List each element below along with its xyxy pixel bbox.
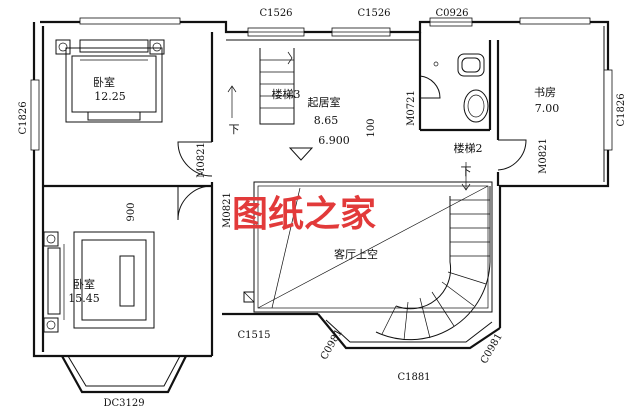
door-swings — [177, 75, 527, 221]
stair-3-down: 下 — [229, 123, 240, 136]
stair-2-down: 下 — [461, 165, 472, 178]
bathroom-fixtures — [433, 53, 489, 123]
dimension-100: 100 — [366, 118, 377, 137]
study-name: 书房 — [534, 86, 556, 99]
bedroom-bottom-name: 卧室 — [73, 277, 95, 291]
left-window — [30, 79, 40, 151]
void-name: 客厅上空 — [334, 247, 378, 261]
window-c1515: C1515 — [237, 330, 270, 341]
window-c1526-a: C1526 — [259, 8, 292, 19]
curved-stair — [375, 162, 491, 341]
bedroom-top-name: 卧室 — [93, 75, 115, 89]
watermark: 图纸之家 — [232, 193, 376, 235]
door-m0821-right: M0821 — [538, 138, 549, 174]
bed-top — [55, 39, 165, 123]
bedroom-bottom-area: 15.45 — [68, 292, 100, 305]
window-c1526-b: C1526 — [357, 8, 390, 19]
right-window — [603, 69, 613, 151]
window-c1826-left: C1826 — [18, 101, 29, 134]
bedroom-top-area: 12.25 — [94, 90, 126, 103]
window-c0981-right: C0981 — [479, 332, 505, 366]
stair-3 — [227, 48, 295, 125]
elevation-marker — [288, 147, 314, 161]
living-elevation: 6.900 — [318, 134, 350, 147]
window-c1826-right: C1826 — [616, 93, 627, 126]
stair-2-label: 楼梯2 — [454, 141, 483, 155]
window-c1881: C1881 — [397, 372, 430, 383]
window-c0981-left: C0981 — [319, 328, 345, 362]
door-m0721: M0721 — [406, 90, 417, 126]
living-area: 8.65 — [314, 114, 339, 127]
dimension-900: 900 — [126, 202, 137, 221]
top-windows — [79, 17, 591, 37]
bed-bottom — [43, 231, 155, 333]
window-c0926: C0926 — [435, 8, 468, 19]
study-area: 7.00 — [535, 102, 560, 115]
door-m0821-bottom: M0821 — [222, 192, 233, 228]
door-m0821-left: M0821 — [196, 142, 207, 178]
living-name: 起居室 — [308, 95, 341, 109]
stair-3-label: 楼梯3 — [272, 87, 301, 101]
window-dc3129: DC3129 — [103, 398, 144, 409]
